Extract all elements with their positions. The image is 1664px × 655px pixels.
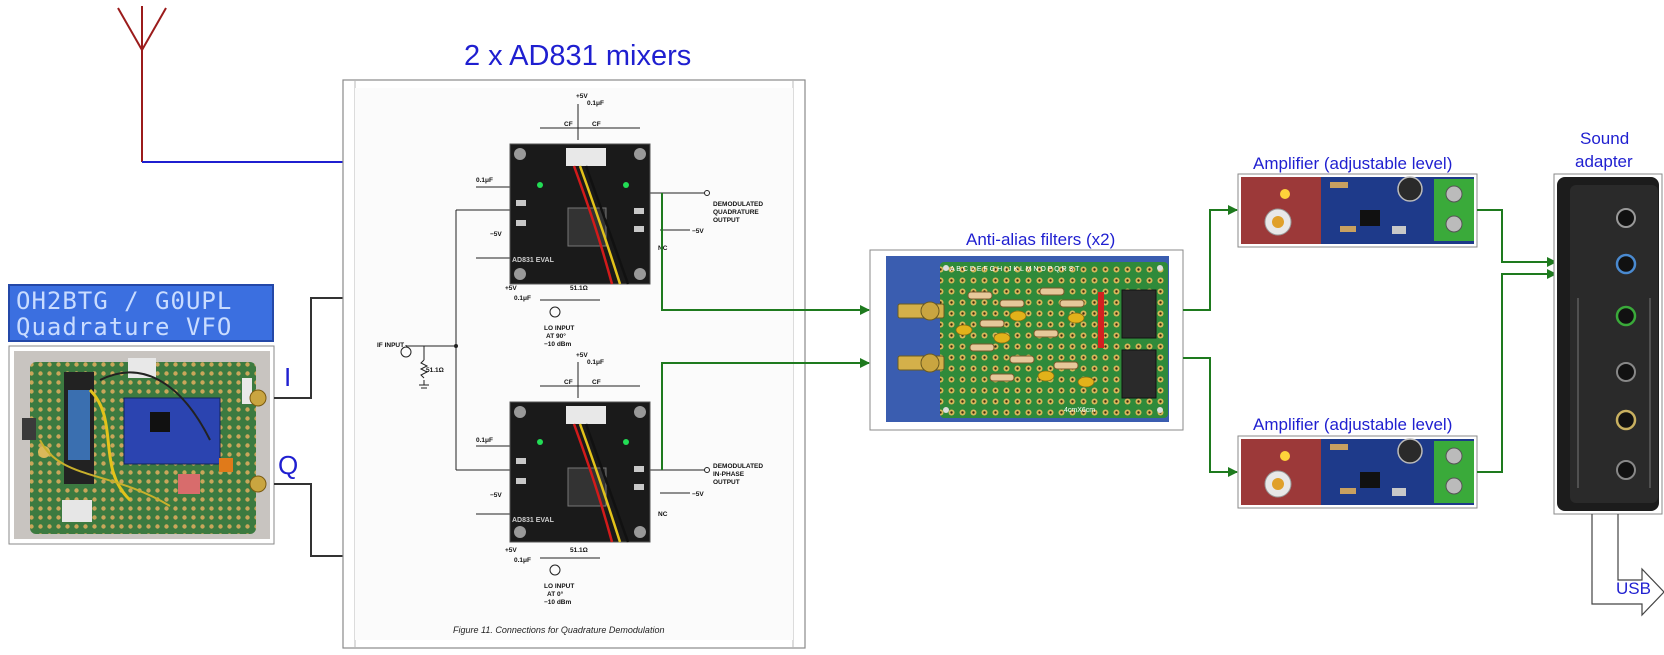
amp-top-title: Amplifier (adjustable level) — [1253, 154, 1453, 173]
usb-arrow-icon — [1591, 514, 1664, 617]
junction-dot — [454, 344, 458, 348]
schematic-wiring — [400, 104, 710, 576]
sound-adapter-photo — [1553, 173, 1663, 515]
figure-caption: Figure 11. Connections for Quadrature De… — [453, 625, 664, 635]
sch-out-top-1: DEMODULATED — [713, 201, 763, 208]
antenna-icon — [117, 6, 167, 162]
sound-title-line2: adapter — [1575, 152, 1633, 171]
sound-title-line1: Sound — [1580, 129, 1630, 148]
filter-column-labels: A B C D E F G H I J K L M N O P Q R S T — [950, 266, 1080, 273]
sch-cap-lo-bottom: 0.1μF — [514, 557, 531, 564]
audio-i-to-filter — [661, 358, 870, 470]
sch-out-bottom-3: OUTPUT — [713, 479, 740, 486]
ad831-board-bottom — [509, 401, 651, 543]
sch-vee-top: −5V — [490, 231, 502, 238]
sch-cf-top-1: CF — [564, 121, 573, 128]
sch-out-bottom-2: IN-PHASE — [713, 471, 745, 478]
board-silk-bottom: AD831 EVAL — [512, 517, 555, 524]
sch-cap-left-bottom: 0.1μF — [476, 437, 493, 444]
usb-label: USB — [1616, 579, 1651, 598]
sch-cap-left-top: 0.1μF — [476, 177, 493, 184]
sch-vee-out-top: −5V — [692, 228, 704, 235]
sch-vee-bottom: −5V — [490, 492, 502, 499]
sch-out-top-3: OUTPUT — [713, 217, 740, 224]
filters-title: Anti-alias filters (x2) — [966, 230, 1116, 249]
channel-i-label: I — [284, 362, 292, 392]
sch-res-lo-bottom: 51.1Ω — [570, 547, 588, 554]
sch-cf-bottom-2: CF — [592, 379, 601, 386]
sch-vcc-lo-bottom: +5V — [505, 547, 517, 554]
filter-board-photo: A B C D E F G H I J K L M N O P Q R S T … — [869, 249, 1184, 431]
lcd-line-1: OH2BTG / G0UPL — [16, 287, 233, 315]
sch-cap-bottom: 0.1μF — [587, 359, 604, 366]
sch-out-top-2: QUADRATURE — [713, 209, 759, 216]
sch-if-input-line: IF INPUT — [377, 342, 404, 349]
sch-res-lo-top: 51.1Ω — [570, 285, 588, 292]
sch-vee-out-bottom: −5V — [692, 491, 704, 498]
channel-q-label: Q — [278, 450, 299, 480]
filter-size-label: 4cmX6cm — [1064, 407, 1095, 414]
sch-lo-bottom-3: −10 dBm — [544, 599, 571, 606]
vfo-board-photo — [8, 345, 275, 545]
amplifier-top-photo — [1237, 173, 1478, 248]
sch-r-if: 51.1Ω — [426, 367, 444, 374]
sch-cf-top-2: CF — [592, 121, 601, 128]
sch-lo-top-2: AT 90° — [546, 332, 566, 340]
lcd-line-2: Quadrature VFO — [16, 313, 233, 341]
filter-to-amp-top — [1183, 205, 1238, 311]
sch-lo-top-1: LO INPUT — [544, 325, 574, 332]
sch-lo-bottom-2: AT 0° — [547, 590, 564, 598]
sch-out-bottom-1: DEMODULATED — [713, 463, 763, 470]
sch-lo-bottom-1: LO INPUT — [544, 583, 574, 590]
mixers-title: 2 x AD831 mixers — [464, 40, 692, 72]
sch-cap-top: 0.1μF — [587, 100, 604, 107]
audio-q-to-filter — [661, 193, 870, 315]
amplifier-bottom-photo — [1237, 435, 1478, 509]
amp-bottom-to-sound — [1477, 269, 1557, 473]
filter-to-amp-bottom — [1183, 357, 1238, 477]
sch-vcc-bottom: +5V — [576, 352, 588, 359]
ad831-board-top — [509, 143, 651, 285]
sch-lo-top-3: −10 dBm — [544, 341, 571, 348]
sch-vcc-top: +5V — [576, 93, 588, 100]
amp-bottom-title: Amplifier (adjustable level) — [1253, 415, 1453, 434]
vfo-lcd-display: OH2BTG / G0UPL Quadrature VFO — [8, 284, 274, 342]
sch-cap-lo-top: 0.1μF — [514, 295, 531, 302]
sch-nc-bottom: NC — [658, 511, 668, 518]
sch-cf-bottom-1: CF — [564, 379, 573, 386]
amp-top-to-sound — [1477, 209, 1557, 267]
sch-vcc-lo-top: +5V — [505, 285, 517, 292]
board-silk-top: AD831 EVAL — [512, 257, 555, 264]
